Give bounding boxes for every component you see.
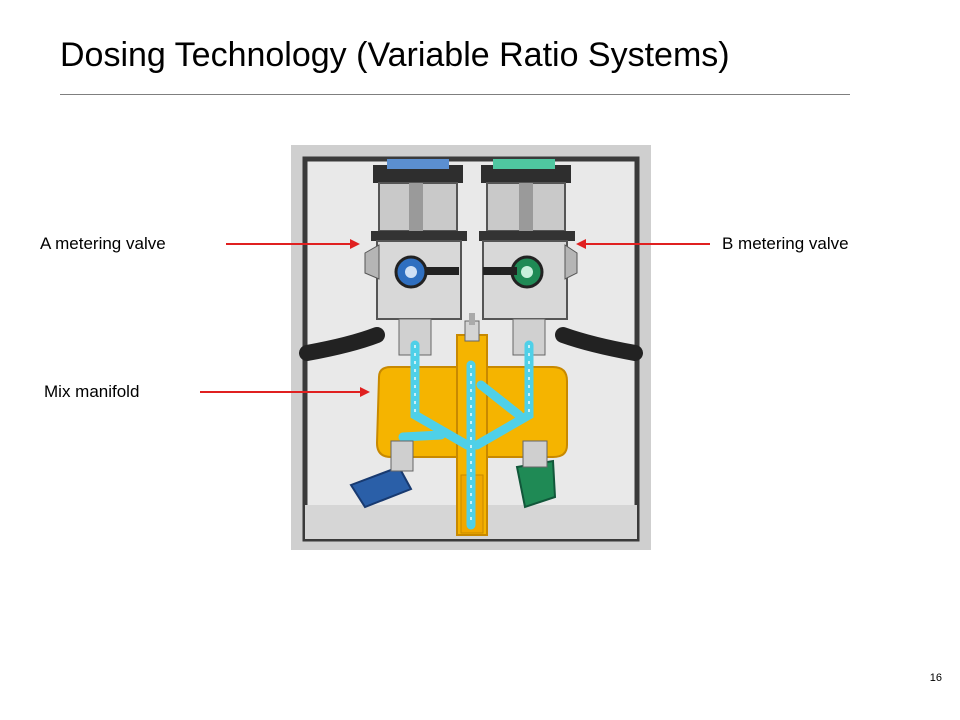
page-number: 16 [929,672,942,684]
slide-title: Dosing Technology (Variable Ratio System… [60,36,730,74]
dosing-unit-illustration [291,145,651,550]
label-mix-manifold: Mix manifold [44,382,140,401]
title-divider [60,94,850,95]
label-b-metering-valve: B metering valve [722,234,849,253]
label-a-metering-valve: A metering valve [40,234,166,253]
